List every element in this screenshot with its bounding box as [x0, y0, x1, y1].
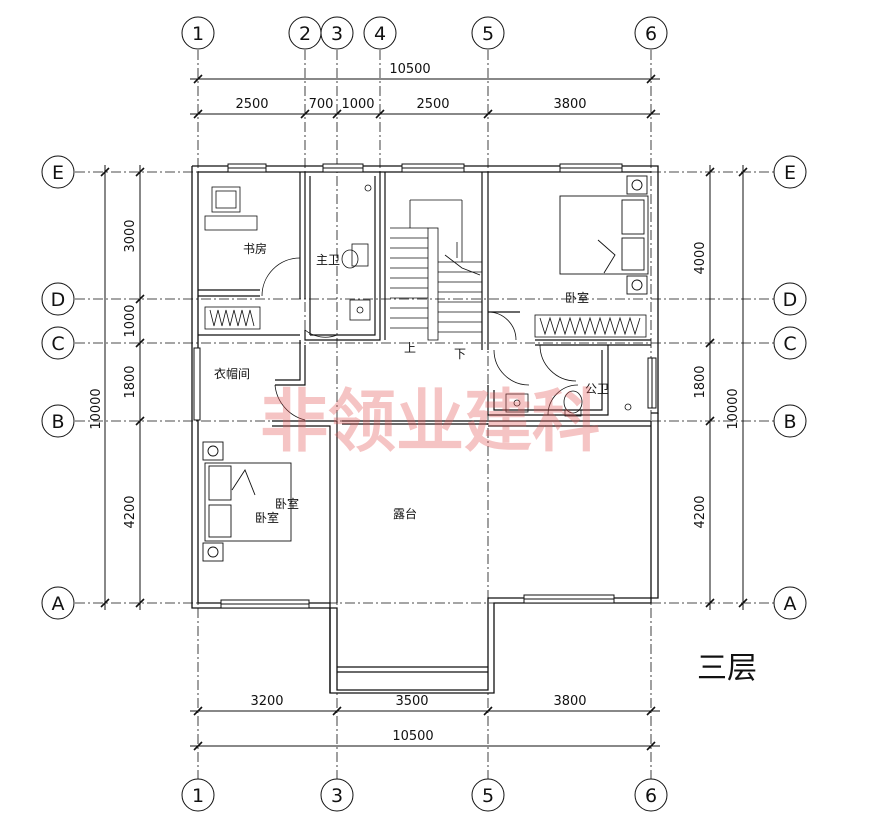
- axis-row-c-left: C: [51, 333, 64, 355]
- dim-bottom-overall: 10500: [392, 729, 433, 744]
- axis-row-b-right: B: [783, 411, 796, 433]
- wardrobe-bedroom: [534, 314, 647, 338]
- room-label-bedroom-ne: 卧室: [565, 290, 589, 305]
- room-labels: 书房 主卫 卧室 衣帽间 上 下 公卫 卧室 卧室 露台: [214, 241, 609, 525]
- dim-top-seg-1: 2500: [235, 97, 268, 112]
- dim-left-seg-1: 3000: [123, 219, 138, 252]
- axis-row-e-left: E: [52, 162, 64, 184]
- dim-right-seg-2: 1800: [693, 365, 708, 398]
- axis-top-1: 1: [192, 23, 204, 45]
- axis-bottom-5: 5: [482, 785, 494, 807]
- master-bath-fixtures: [341, 184, 372, 321]
- staircase: [390, 199, 482, 341]
- axis-row-c-right: C: [783, 333, 796, 355]
- dim-top-seg-2: 700: [309, 97, 334, 112]
- dimension-texts-left: 10000 3000 1000 1800 4200: [89, 219, 138, 528]
- axis-row-b-left: B: [51, 411, 64, 433]
- watermark: 非领业建科: [260, 383, 600, 462]
- axis-bottom-1: 1: [192, 785, 204, 807]
- floor-label: 三层: [697, 651, 757, 686]
- dim-left-overall: 10000: [89, 388, 104, 429]
- dim-bottom-seg-1: 3200: [250, 694, 283, 709]
- room-label-study: 书房: [243, 241, 267, 256]
- axis-labels-rows-right: E D C B A: [783, 162, 798, 615]
- axis-bubbles-top: [181, 16, 668, 50]
- public-bath-fixtures: [505, 390, 632, 417]
- dimension-lines-left: [100, 165, 145, 610]
- axis-bottom-6: 6: [645, 785, 657, 807]
- axis-labels-rows-left: E D C B A: [51, 162, 66, 615]
- axis-bubbles-rows: [41, 155, 807, 620]
- room-label-master-bath: 主卫: [316, 253, 340, 267]
- door-swings: [261, 257, 579, 421]
- windows: [193, 163, 657, 609]
- axis-row-a-left: A: [52, 593, 65, 615]
- axis-labels-top: 1 2 3 4 5 6: [192, 23, 657, 45]
- room-label-bedroom-sw-a: 卧室: [255, 510, 279, 525]
- axis-top-5: 5: [482, 23, 494, 45]
- dim-bottom-seg-3: 3800: [553, 694, 586, 709]
- dim-right-seg-1: 4000: [693, 241, 708, 274]
- interior-walls: [198, 172, 651, 603]
- axis-row-a-right: A: [784, 593, 797, 615]
- dimension-lines-top: [190, 74, 660, 119]
- dim-top-overall: 10500: [389, 62, 430, 77]
- axis-top-4: 4: [374, 23, 386, 45]
- axis-bubbles-bottom: [181, 778, 668, 812]
- dim-bottom-seg-2: 3500: [395, 694, 428, 709]
- room-label-closet: 衣帽间: [214, 366, 250, 381]
- study-furniture: [204, 186, 258, 231]
- dim-right-seg-3: 4200: [693, 495, 708, 528]
- axis-top-2: 2: [299, 23, 311, 45]
- dim-top-seg-3: 1000: [341, 97, 374, 112]
- axis-bottom-3: 3: [331, 785, 343, 807]
- dim-left-seg-4: 4200: [123, 495, 138, 528]
- bed-ne: [559, 175, 649, 295]
- dimension-lines-bottom: [190, 706, 660, 751]
- dim-right-overall: 10000: [726, 388, 741, 429]
- dimension-texts-bottom: 3200 3500 3800 10500: [250, 694, 586, 744]
- bed-sw: [202, 441, 292, 562]
- room-label-public-bath: 公卫: [585, 382, 609, 396]
- axis-top-6: 6: [645, 23, 657, 45]
- dim-top-seg-5: 3800: [553, 97, 586, 112]
- axis-labels-bottom: 1 3 5 6: [192, 785, 657, 807]
- dimension-lines-right: [705, 165, 748, 610]
- axis-top-3: 3: [331, 23, 343, 45]
- stair-label-down: 下: [454, 347, 466, 361]
- dim-top-seg-4: 2500: [416, 97, 449, 112]
- dimension-texts-right: 4000 1800 4200 10000: [693, 241, 741, 528]
- room-label-terrace: 露台: [393, 506, 417, 521]
- dimension-texts-top: 10500 2500 700 1000 2500 3800: [235, 62, 586, 112]
- axis-row-d-right: D: [783, 289, 798, 311]
- dim-left-seg-3: 1800: [123, 365, 138, 398]
- axis-row-d-left: D: [51, 289, 66, 311]
- dim-left-seg-2: 1000: [123, 304, 138, 337]
- stair-label-up: 上: [404, 341, 416, 355]
- wardrobe-closet: [204, 306, 261, 330]
- room-label-bedroom-sw-b: 卧室: [275, 496, 299, 511]
- axis-row-e-right: E: [784, 162, 796, 184]
